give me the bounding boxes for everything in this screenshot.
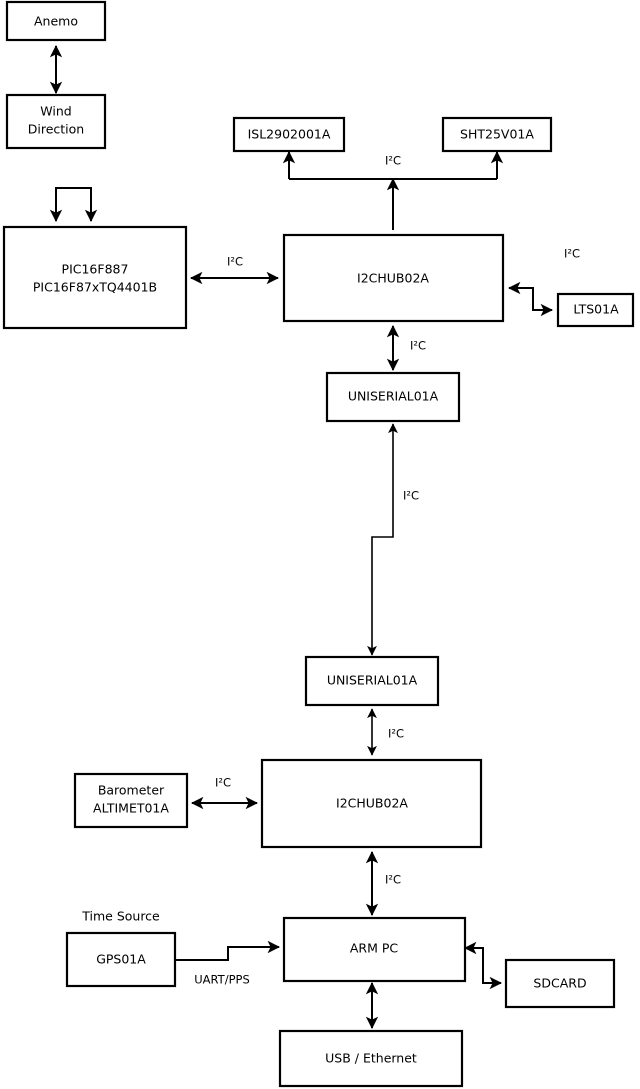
node-usb-ethernet-box[interactable] xyxy=(278,1029,464,1088)
node-i2chub02a-top-label: I2CHUB02A xyxy=(357,271,429,286)
node-i2chub02a-bottom-box[interactable] xyxy=(260,758,483,849)
node-barometer-label-line1: Barometer xyxy=(98,783,165,798)
node-pic-mcu-label-line1: PIC16F887 xyxy=(62,262,129,277)
node-sht25v01a-box[interactable] xyxy=(441,116,553,153)
node-i2chub02a-bottom[interactable]: I2CHUB02A xyxy=(260,758,483,849)
node-usb-ethernet[interactable]: USB / Ethernet xyxy=(278,1029,464,1088)
node-uniserial01a-top-box[interactable] xyxy=(325,371,461,423)
edge-label-hub-armpc: I²C xyxy=(385,873,401,887)
node-sdcard[interactable]: SDCARD xyxy=(504,958,616,1009)
node-isl2902001a[interactable]: ISL2902001A xyxy=(232,116,346,153)
edge-label-hub-lts: I²C xyxy=(564,247,580,261)
node-lts01a-label: LTS01A xyxy=(573,302,619,317)
node-usb-ethernet-label: USB / Ethernet xyxy=(325,1051,417,1066)
node-sdcard-label: SDCARD xyxy=(533,976,586,991)
node-gps01a-box[interactable] xyxy=(65,931,177,988)
edge-label-isl-sht-bus: I²C xyxy=(385,154,401,168)
connector-armpc-sdcard xyxy=(464,941,502,990)
node-gps01a-label: GPS01A xyxy=(96,952,146,967)
node-pic-mcu[interactable]: PIC16F887 PIC16F87xTQ4401B xyxy=(2,225,188,330)
node-isl2902001a-box[interactable] xyxy=(232,116,346,153)
node-uniserial01a-bottom[interactable]: UNISERIAL01A xyxy=(304,655,440,707)
edge-label-pic-hub: I²C xyxy=(227,255,243,269)
connector-hubtop-lts xyxy=(508,281,553,317)
node-lts01a[interactable]: LTS01A xyxy=(556,292,635,328)
node-gps01a[interactable]: GPS01A xyxy=(65,931,177,988)
node-wind-direction-label-line2: Direction xyxy=(28,122,84,137)
edge-label-uniserial-hub-bot: I²C xyxy=(388,727,404,741)
connector-wind-pic xyxy=(49,187,98,222)
node-i2chub02a-top[interactable]: I2CHUB02A xyxy=(282,233,505,323)
node-uniserial01a-top-label: UNISERIAL01A xyxy=(348,389,439,404)
node-arm-pc[interactable]: ARM PC xyxy=(282,916,467,983)
node-barometer[interactable]: Barometer ALTIMET01A xyxy=(73,772,189,829)
node-lts01a-box[interactable] xyxy=(556,292,635,328)
node-arm-pc-box[interactable] xyxy=(282,916,467,983)
connector-gps-armpc xyxy=(175,940,280,961)
node-wind-direction[interactable]: Wind Direction xyxy=(5,93,107,150)
edge-label-uniserial-link: I²C xyxy=(403,489,419,503)
node-anemo[interactable]: Anemo xyxy=(5,0,107,42)
node-anemo-label: Anemo xyxy=(34,14,78,29)
node-barometer-box[interactable] xyxy=(73,772,189,829)
node-barometer-label-line2: ALTIMET01A xyxy=(93,801,169,816)
node-i2chub02a-bottom-label: I2CHUB02A xyxy=(336,796,408,811)
edge-label-barometer-hub: I²C xyxy=(215,776,231,790)
edge-label-hub-uniserial-top: I²C xyxy=(410,339,426,353)
node-sht25v01a[interactable]: SHT25V01A xyxy=(441,116,553,153)
label-time-source: Time Source xyxy=(81,909,160,924)
node-pic-mcu-box[interactable] xyxy=(2,225,188,330)
node-pic-mcu-label-line2: PIC16F87xTQ4401B xyxy=(33,280,157,295)
node-uniserial01a-bottom-label: UNISERIAL01A xyxy=(327,673,418,688)
node-uniserial01a-top[interactable]: UNISERIAL01A xyxy=(325,371,461,423)
node-arm-pc-label: ARM PC xyxy=(350,941,399,956)
edge-label-gps-armpc: UART/PPS xyxy=(194,973,250,987)
node-i2chub02a-top-box[interactable] xyxy=(282,233,505,323)
connector-uniserial-link xyxy=(367,423,398,656)
node-wind-direction-box[interactable] xyxy=(5,93,107,150)
node-uniserial01a-bottom-box[interactable] xyxy=(304,655,440,707)
node-sht25v01a-label: SHT25V01A xyxy=(460,127,534,142)
node-sdcard-box[interactable] xyxy=(504,958,616,1009)
node-isl2902001a-label: ISL2902001A xyxy=(248,127,331,142)
node-anemo-box[interactable] xyxy=(5,0,107,42)
node-wind-direction-label-line1: Wind xyxy=(40,104,71,119)
